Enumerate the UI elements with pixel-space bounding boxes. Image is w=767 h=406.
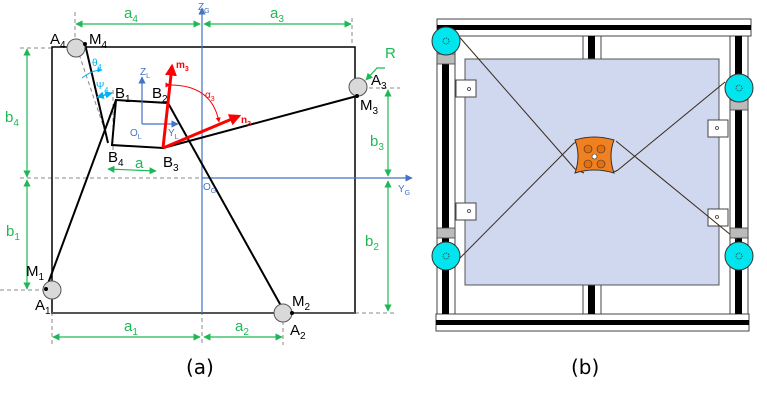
cable-3: [162, 95, 358, 149]
panel-a-diagram: A4 M4 A3 M3 M1 A1 M2 A2 B1 B2 B3 B4 a4 a…: [0, 2, 413, 379]
label-psi4: Ψ4: [96, 81, 108, 94]
label-theta4: θ4: [92, 58, 102, 71]
angle-alpha3-arc: [165, 82, 221, 123]
top-rail: [436, 18, 752, 37]
label-a4: a4: [124, 5, 138, 25]
dimension-arrows: [23, 20, 392, 341]
label-b2: b2: [365, 233, 379, 253]
label-A3: A3: [371, 72, 387, 92]
label-A1: A1: [35, 297, 51, 317]
label-ZL: ZL: [140, 67, 150, 80]
angle-theta4-arc: [81, 67, 103, 79]
label-M4: M4: [89, 31, 108, 51]
caption-b: (b): [571, 355, 599, 379]
pulley-bottom-right: [724, 241, 754, 271]
caption-a: (a): [186, 355, 214, 379]
label-ZG: ZG: [198, 2, 210, 15]
label-B4: B4: [108, 149, 124, 169]
angle-markers: [81, 67, 113, 99]
label-R: R: [385, 45, 396, 62]
angle-psi4-arrow: [96, 91, 113, 99]
bottom-rail: [435, 313, 750, 332]
label-a1: a1: [124, 318, 138, 338]
label-b1: b1: [6, 223, 20, 243]
pulley-top-left: [431, 26, 461, 56]
label-M1: M1: [26, 263, 45, 283]
label-b4: b4: [5, 109, 19, 129]
pulleys: [42, 38, 368, 323]
pulley-top-right: [724, 73, 754, 103]
unit-vectors: [161, 63, 242, 150]
vector-n3: [162, 114, 242, 150]
pulley-a4: [66, 38, 86, 58]
left-rail: [436, 35, 456, 315]
label-b3: b3: [370, 133, 384, 153]
label-B1: B1: [115, 85, 131, 105]
pulley-a1: [42, 280, 62, 300]
panel-b-prototype: (b): [431, 18, 754, 379]
moving-platform: [574, 136, 615, 174]
prototype-cables: [454, 31, 738, 259]
label-B3: B3: [163, 154, 179, 174]
label-YL: YL: [168, 128, 179, 141]
label-OL: OL: [130, 128, 142, 141]
prototype-pulleys: [431, 26, 754, 271]
label-OG: OG: [203, 182, 216, 195]
global-frame: [198, 7, 413, 313]
label-A2: A2: [290, 322, 306, 342]
label-B2: B2: [152, 85, 168, 105]
label-a3: a3: [270, 5, 284, 25]
pulley-bottom-left: [431, 241, 461, 271]
label-M2: M2: [292, 293, 311, 313]
label-YG: YG: [398, 184, 410, 197]
label-M3: M3: [360, 97, 379, 117]
label-A4: A4: [50, 31, 66, 51]
label-a2: a2: [235, 318, 249, 338]
workspace-panel: [464, 58, 720, 286]
label-a: a: [135, 155, 144, 172]
pulley-a2: [273, 303, 293, 323]
brackets: [455, 79, 729, 227]
label-n3: n3: [241, 115, 251, 128]
label-alpha3: α3: [205, 90, 215, 103]
local-frame: [138, 76, 179, 128]
cable-2: [167, 102, 286, 314]
label-m3: m3: [176, 60, 189, 73]
pulley-a3: [348, 77, 368, 97]
